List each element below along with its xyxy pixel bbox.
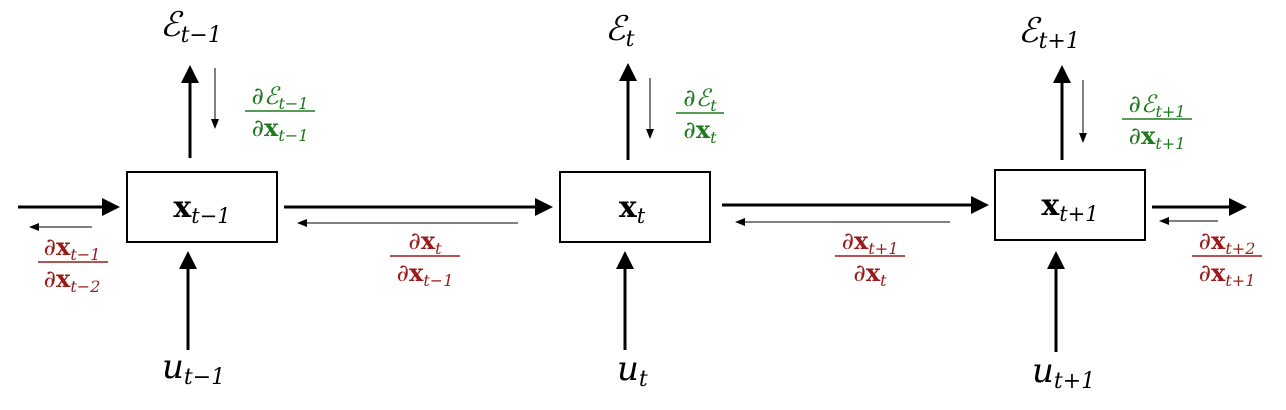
fraction-numerator: ∂ℰt+1 xyxy=(1129,90,1186,121)
input-label: ut−1 xyxy=(162,347,225,390)
fraction-numerator: ∂xt−1 xyxy=(44,232,101,264)
fraction-denominator: ∂xt+1 xyxy=(1199,258,1256,290)
step-t-plus-1: xt+1 ℰt+1 ∂ℰt+1 ∂xt+1 ut+1 xyxy=(994,11,1192,394)
fraction-numerator: ∂ℰt−1 xyxy=(252,82,309,113)
error-gradient-fraction: ∂ℰt ∂xt xyxy=(676,84,724,147)
state-box xyxy=(559,171,711,243)
transition-t-to-t-plus-1: ∂xt+1 ∂xt xyxy=(722,196,989,290)
state-label: xt−1 xyxy=(173,190,230,228)
error-label: ℰt−1 xyxy=(160,5,222,48)
error-gradient-fraction: ∂ℰt+1 ∂xt+1 xyxy=(1122,90,1192,153)
transition-t-minus-1-to-t: ∂xt ∂xt−1 xyxy=(284,198,553,290)
input-label: ut xyxy=(617,349,648,392)
fraction-denominator: ∂xt+1 xyxy=(1129,121,1186,153)
state-box xyxy=(126,171,278,243)
fraction-denominator: ∂xt xyxy=(683,115,717,147)
transition-gradient-fraction: ∂xt ∂xt−1 xyxy=(390,226,460,290)
transition-in: ∂xt−1 ∂xt−2 xyxy=(18,198,120,296)
state-label: xt xyxy=(619,190,646,228)
fraction-denominator: ∂xt−2 xyxy=(44,264,101,296)
state-label: xt+1 xyxy=(1041,188,1098,226)
error-label: ℰt+1 xyxy=(1018,11,1080,54)
transition-gradient-fraction: ∂xt+2 ∂xt+1 xyxy=(1192,226,1262,290)
error-label: ℰt xyxy=(605,9,635,52)
error-gradient-fraction: ∂ℰt−1 ∂xt−1 xyxy=(245,82,315,145)
transition-gradient-fraction: ∂xt−1 ∂xt−2 xyxy=(38,232,108,296)
fraction-numerator: ∂xt+1 xyxy=(842,226,899,258)
transition-out: ∂xt+2 ∂xt+1 xyxy=(1152,198,1262,290)
transition-gradient-fraction: ∂xt+1 ∂xt xyxy=(835,226,905,290)
fraction-denominator: ∂xt xyxy=(853,258,887,290)
state-box xyxy=(994,169,1146,241)
fraction-numerator: ∂xt xyxy=(408,226,442,258)
step-t: xt ℰt ∂ℰt ∂xt ut xyxy=(559,9,724,392)
step-t-minus-1: xt−1 ℰt−1 ∂ℰt−1 ∂xt−1 ut−1 xyxy=(126,5,315,390)
fraction-numerator: ∂ℰt xyxy=(683,84,717,115)
fraction-numerator: ∂xt+2 xyxy=(1199,226,1256,258)
fraction-denominator: ∂xt−1 xyxy=(252,113,309,145)
fraction-denominator: ∂xt−1 xyxy=(397,258,454,290)
input-label: ut+1 xyxy=(1032,351,1095,394)
